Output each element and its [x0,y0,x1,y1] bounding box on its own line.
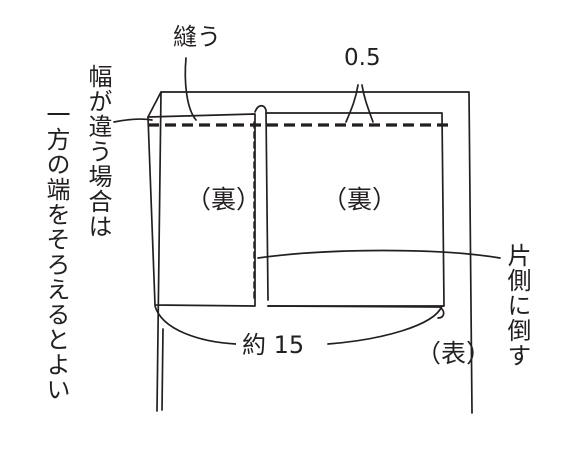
fabric-bottom-curl [267,305,445,319]
main-fabric-outline [156,91,473,414]
wrong-side-right-label: （裏） [322,185,398,214]
sew-leader [184,57,197,121]
width-brace-left [154,305,237,345]
align-edge-leader [113,118,153,123]
right-side-label: （表） [416,339,492,368]
align-edge-note-line2: 一方の端をそろえるとよい [42,102,70,402]
fabric-fold-corner [147,91,162,118]
press-to-one-side-note: 片側に倒す [503,243,531,368]
width-label: 約 15 [236,331,311,359]
align-edge-note-line1: 幅が違う場合は [84,64,112,239]
wrong-side-left-label: （裏） [186,185,262,214]
left-panel-outline [147,113,256,307]
sew-label: 縫う [173,23,221,51]
press-leader [257,249,501,259]
seam-allowance-label: 0.5 [344,45,381,71]
allowance-brace [345,84,374,123]
width-brace-right [327,305,443,345]
seam-fold [254,104,269,301]
